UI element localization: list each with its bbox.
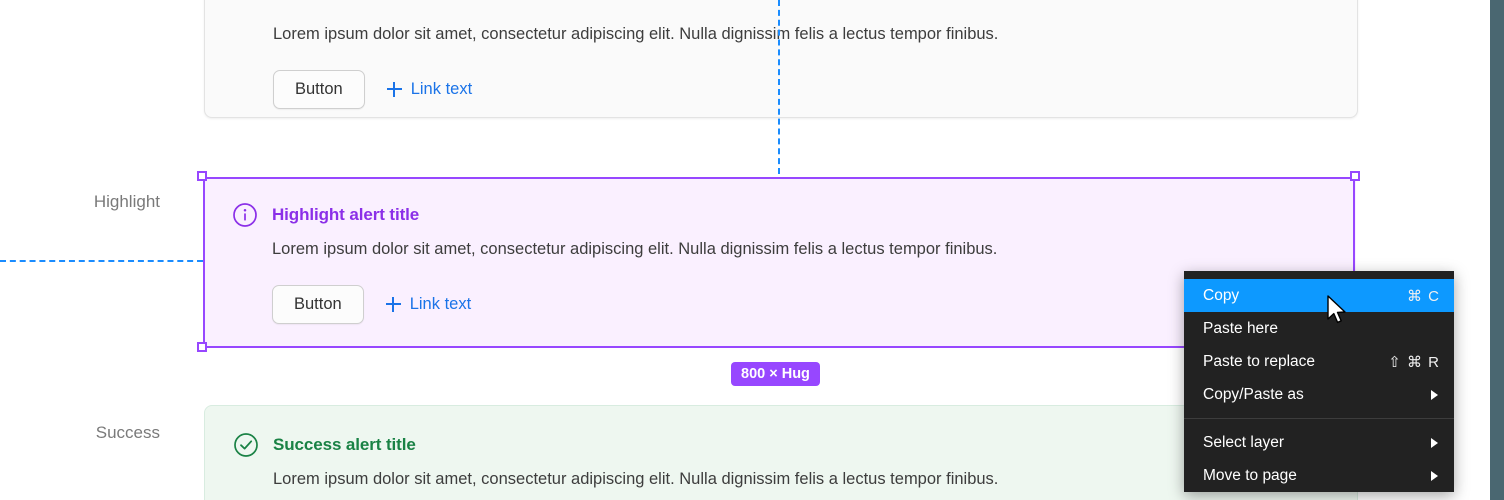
alert-default-body: Lorem ipsum dolor sit amet, consectetur … xyxy=(273,25,999,43)
alert-highlight-actions: Button Link text xyxy=(272,284,1328,324)
plus-icon xyxy=(386,81,402,97)
context-menu-item-copy-shortcut: ⌘ C xyxy=(1407,287,1440,305)
row-label-highlight: Highlight xyxy=(93,192,160,211)
alert-highlight-inner: Highlight alert title Lorem ipsum dolor … xyxy=(204,178,1356,348)
alert-success-inner: Success alert title Lorem ipsum dolor si… xyxy=(205,406,1357,500)
alert-default-inner: Lorem ipsum dolor sit amet, consectetur … xyxy=(205,0,1357,117)
alert-card-default[interactable]: Lorem ipsum dolor sit amet, consectetur … xyxy=(204,0,1358,118)
check-circle-icon xyxy=(234,433,258,457)
plus-icon xyxy=(385,296,401,312)
alert-highlight-title: Highlight alert title xyxy=(272,205,420,224)
context-menu-item-move-to-page[interactable]: Move to page xyxy=(1184,459,1454,492)
context-menu-item-copy-paste-as[interactable]: Copy/Paste as xyxy=(1184,378,1454,411)
context-menu-item-copy-label: Copy xyxy=(1203,286,1240,304)
alert-success-head: Success alert title xyxy=(233,432,1329,458)
alert-success-body: Lorem ipsum dolor sit amet, consectetur … xyxy=(273,470,999,488)
alert-default-link-label: Link text xyxy=(410,79,473,98)
context-menu-item-paste-here[interactable]: Paste here xyxy=(1184,312,1454,345)
alert-card-highlight[interactable]: Highlight alert title Lorem ipsum dolor … xyxy=(204,178,1356,348)
context-menu-item-paste-to-replace-shortcut: ⇧ ⌘ R xyxy=(1388,353,1440,371)
right-edge-strip xyxy=(1490,0,1504,500)
alert-default-button[interactable]: Button xyxy=(273,69,365,109)
alert-default-link[interactable]: Link text xyxy=(386,79,473,99)
alert-highlight-button[interactable]: Button xyxy=(272,284,364,324)
context-menu-item-select-layer-label: Select layer xyxy=(1203,433,1284,451)
selection-handle-top-right[interactable] xyxy=(1350,171,1360,181)
submenu-arrow-icon xyxy=(1431,389,1438,400)
selection-size-badge: 800 × Hug xyxy=(731,362,820,386)
selection-handle-bottom-left[interactable] xyxy=(197,342,207,352)
context-menu-item-paste-to-replace-label: Paste to replace xyxy=(1203,352,1316,370)
selection-handle-top-left[interactable] xyxy=(197,171,207,181)
context-menu-item-move-to-page-label: Move to page xyxy=(1203,466,1297,484)
submenu-arrow-icon xyxy=(1431,437,1438,448)
context-menu-item-paste-to-replace[interactable]: Paste to replace ⇧ ⌘ R xyxy=(1184,345,1454,378)
context-menu-item-paste-here-label: Paste here xyxy=(1203,319,1278,337)
row-label-success: Success xyxy=(95,423,160,442)
alert-highlight-link-label: Link text xyxy=(409,294,472,313)
context-menu-separator xyxy=(1184,418,1454,419)
alert-success-title: Success alert title xyxy=(273,435,416,454)
info-circle-icon xyxy=(233,203,257,227)
alert-highlight-body: Lorem ipsum dolor sit amet, consectetur … xyxy=(272,240,998,258)
vertical-alignment-guide xyxy=(778,0,780,174)
alert-highlight-link[interactable]: Link text xyxy=(385,294,472,314)
alert-default-actions: Button Link text xyxy=(273,69,1329,109)
context-menu-item-copy-paste-as-label: Copy/Paste as xyxy=(1203,385,1304,403)
submenu-arrow-icon xyxy=(1431,470,1438,481)
context-menu[interactable]: Copy ⌘ C Paste here Paste to replace ⇧ ⌘… xyxy=(1184,271,1454,492)
context-menu-item-copy[interactable]: Copy ⌘ C xyxy=(1184,279,1454,312)
alert-highlight-head: Highlight alert title xyxy=(232,202,1328,228)
horizontal-alignment-guide xyxy=(0,260,203,262)
context-menu-item-select-layer[interactable]: Select layer xyxy=(1184,426,1454,459)
